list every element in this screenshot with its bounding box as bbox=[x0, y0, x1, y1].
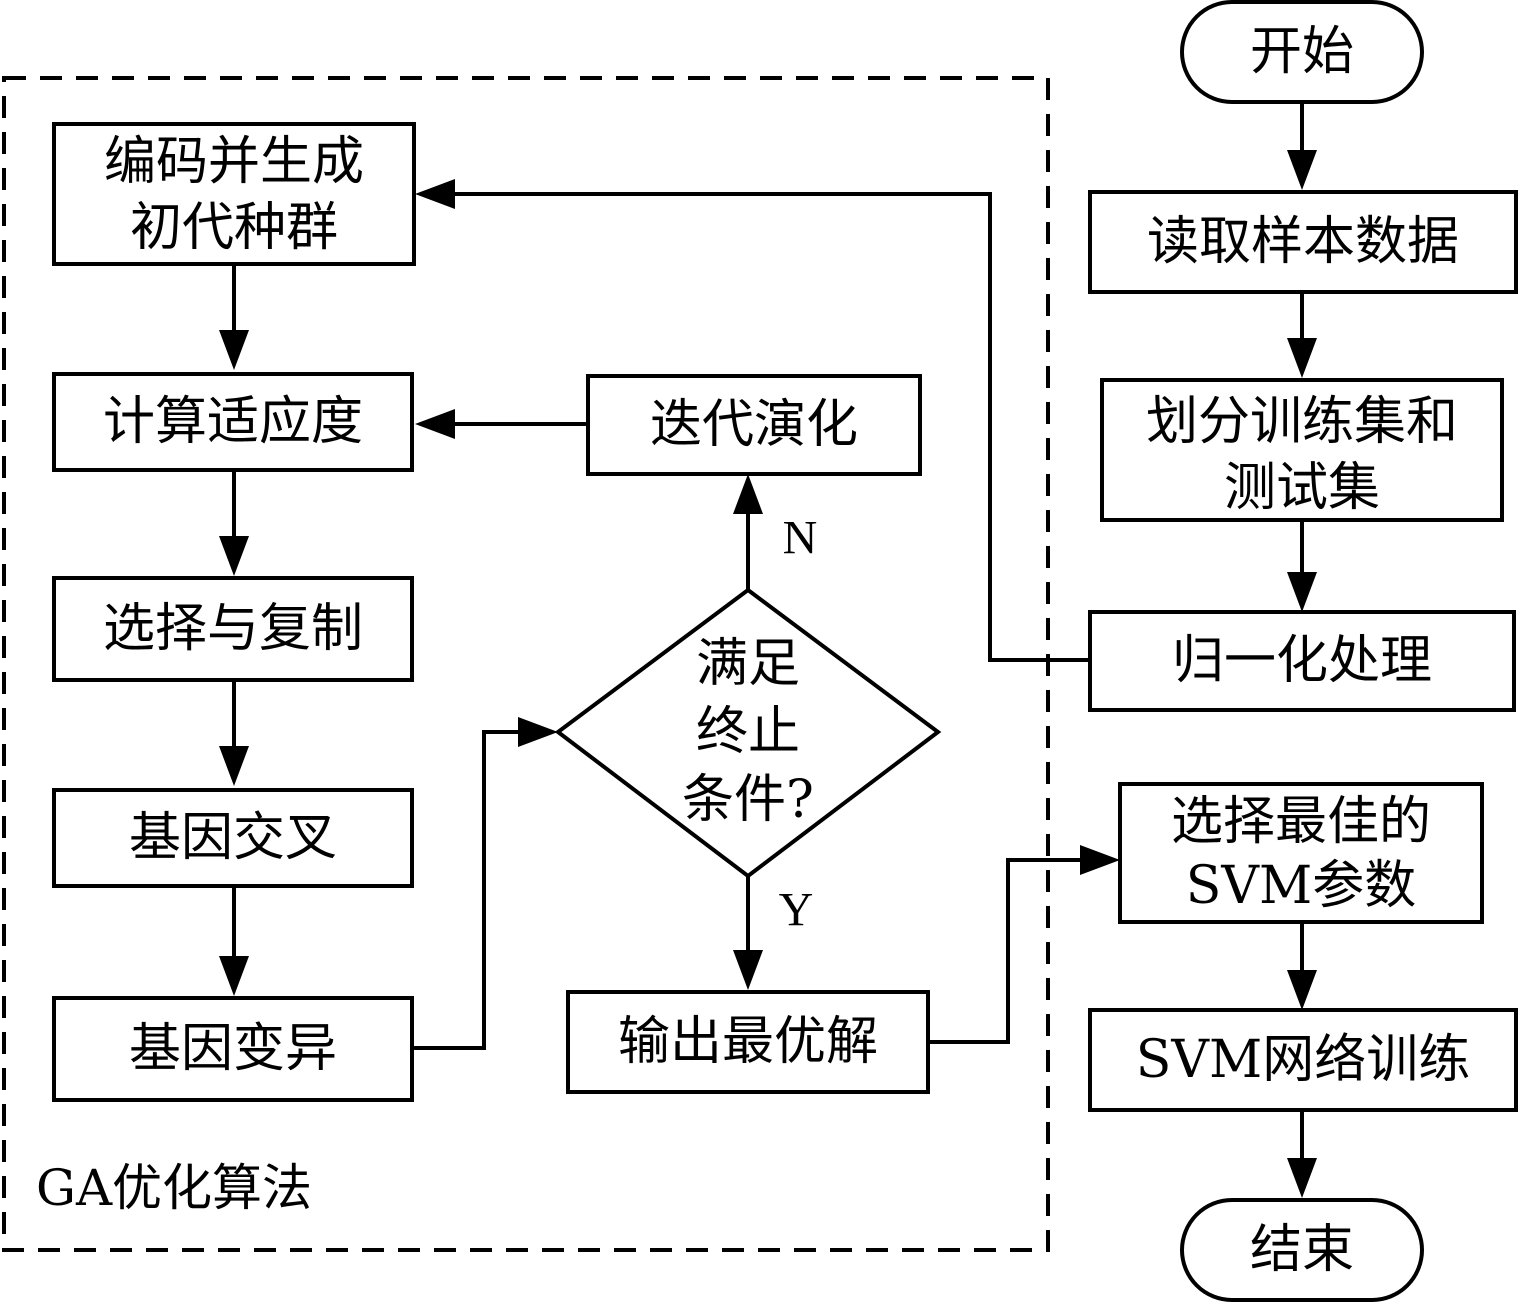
edges bbox=[219, 102, 1317, 1198]
arrowhead-output-best bbox=[1080, 845, 1120, 875]
node-iterate-label: 迭代演化 bbox=[650, 395, 858, 455]
node-split-label-line1: 划分训练集和 bbox=[1146, 392, 1458, 452]
node-start-label: 开始 bbox=[1250, 22, 1354, 82]
edge-label-n: N bbox=[783, 512, 818, 565]
node-fitness-label: 计算适应度 bbox=[103, 392, 363, 452]
node-best-label-line1: 选择最佳的 bbox=[1171, 792, 1431, 852]
arrowhead-start-read bbox=[1287, 150, 1317, 190]
arrowhead-iterate-fitness bbox=[415, 409, 455, 439]
edge-normalize-encode bbox=[455, 192, 1090, 662]
ga-region-border bbox=[2, 76, 1050, 1252]
node-decision-label-line2: 终止 bbox=[696, 702, 800, 762]
node-decision: 满足 终止 条件? bbox=[554, 587, 942, 879]
arrowhead-select-crossover bbox=[219, 746, 249, 786]
node-end-label: 结束 bbox=[1250, 1220, 1354, 1280]
node-crossover: 基因交叉 bbox=[52, 788, 414, 888]
node-best-label-line2: SVM参数 bbox=[1186, 856, 1416, 916]
arrowhead-train-end bbox=[1287, 1158, 1317, 1198]
node-iterate-shape bbox=[586, 374, 922, 476]
node-encode-shape bbox=[52, 122, 416, 266]
arrowhead-read-split bbox=[1287, 338, 1317, 378]
arrowhead-normalize-encode bbox=[415, 179, 455, 209]
node-train-label: SVM网络训练 bbox=[1136, 1030, 1470, 1090]
node-best: 选择最佳的 SVM参数 bbox=[1118, 782, 1484, 924]
node-normalize: 归一化处理 bbox=[1088, 610, 1516, 712]
node-train-shape bbox=[1088, 1008, 1518, 1112]
node-fitness-shape bbox=[52, 372, 414, 472]
arrowhead-split-normalize bbox=[1287, 572, 1317, 612]
node-encode-label-line1: 编码并生成 bbox=[104, 132, 364, 192]
node-mutate: 基因变异 bbox=[52, 996, 414, 1102]
node-crossover-shape bbox=[52, 788, 414, 888]
node-iterate: 迭代演化 bbox=[586, 374, 922, 476]
node-end: 结束 bbox=[1180, 1198, 1424, 1302]
node-split-label-line2: 测试集 bbox=[1224, 458, 1380, 518]
node-select-label: 选择与复制 bbox=[103, 599, 363, 659]
arrowhead-best-train bbox=[1287, 970, 1317, 1010]
node-best-shape bbox=[1118, 782, 1484, 924]
node-output: 输出最优解 bbox=[566, 990, 930, 1094]
ga-region-label: GA优化算法 bbox=[36, 1159, 312, 1217]
node-read-label: 读取样本数据 bbox=[1147, 212, 1459, 272]
node-read: 读取样本数据 bbox=[1088, 190, 1518, 294]
node-decision-label-line1: 满足 bbox=[696, 634, 800, 694]
node-mutate-shape bbox=[52, 996, 414, 1102]
node-start-shape bbox=[1180, 0, 1424, 104]
arrowhead-encode-fitness bbox=[219, 330, 249, 370]
node-encode: 编码并生成 初代种群 bbox=[52, 122, 416, 266]
node-output-shape bbox=[566, 990, 930, 1094]
node-select-shape bbox=[52, 576, 414, 682]
arrowhead-mutate-decision bbox=[518, 717, 558, 747]
node-normalize-shape bbox=[1088, 610, 1516, 712]
arrowhead-decision-output bbox=[733, 950, 763, 990]
node-mutate-label: 基因变异 bbox=[129, 1019, 337, 1079]
node-fitness: 计算适应度 bbox=[52, 372, 414, 472]
node-train: SVM网络训练 bbox=[1088, 1008, 1518, 1112]
node-normalize-label: 归一化处理 bbox=[1172, 631, 1432, 691]
node-split: 划分训练集和 测试集 bbox=[1100, 378, 1504, 522]
node-read-shape bbox=[1088, 190, 1518, 294]
node-crossover-label: 基因交叉 bbox=[129, 808, 337, 868]
arrowhead-decision-iterate bbox=[733, 474, 763, 514]
node-select: 选择与复制 bbox=[52, 576, 414, 682]
node-end-shape bbox=[1180, 1198, 1424, 1302]
node-split-shape bbox=[1100, 378, 1504, 522]
node-output-label: 输出最优解 bbox=[618, 1012, 878, 1072]
edge-output-best bbox=[928, 858, 1080, 1044]
node-decision-shape bbox=[554, 587, 942, 879]
edge-label-y: Y bbox=[779, 884, 814, 937]
node-encode-label-line2: 初代种群 bbox=[130, 198, 338, 258]
edge-mutate-decision bbox=[412, 730, 518, 1050]
node-start: 开始 bbox=[1180, 0, 1424, 104]
arrowhead-crossover-mutate bbox=[219, 956, 249, 996]
arrowhead-fitness-select bbox=[219, 536, 249, 576]
node-decision-label-line3: 条件? bbox=[682, 770, 814, 830]
